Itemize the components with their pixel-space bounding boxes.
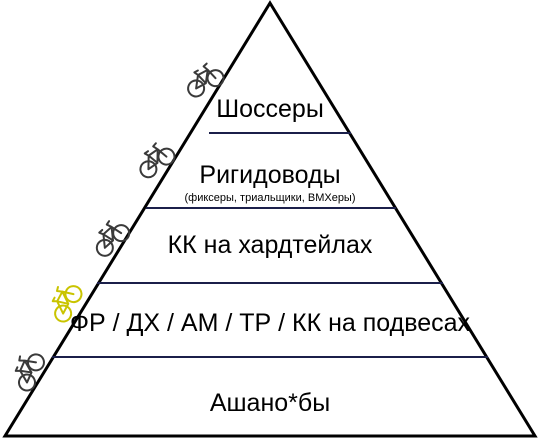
level-3-label: КК на хардтейлах [168,231,373,259]
level-2-sublabel: (фиксеры, триальщики, BMXеры) [184,192,355,204]
level-5-label: Ашано*бы [210,389,330,417]
level-4-label: ФР / ДХ / АМ / ТР / КК на подвесах [70,309,471,337]
level-1-label: Шоссеры [216,95,324,123]
level-2-label: Ригидоводы [199,161,340,189]
